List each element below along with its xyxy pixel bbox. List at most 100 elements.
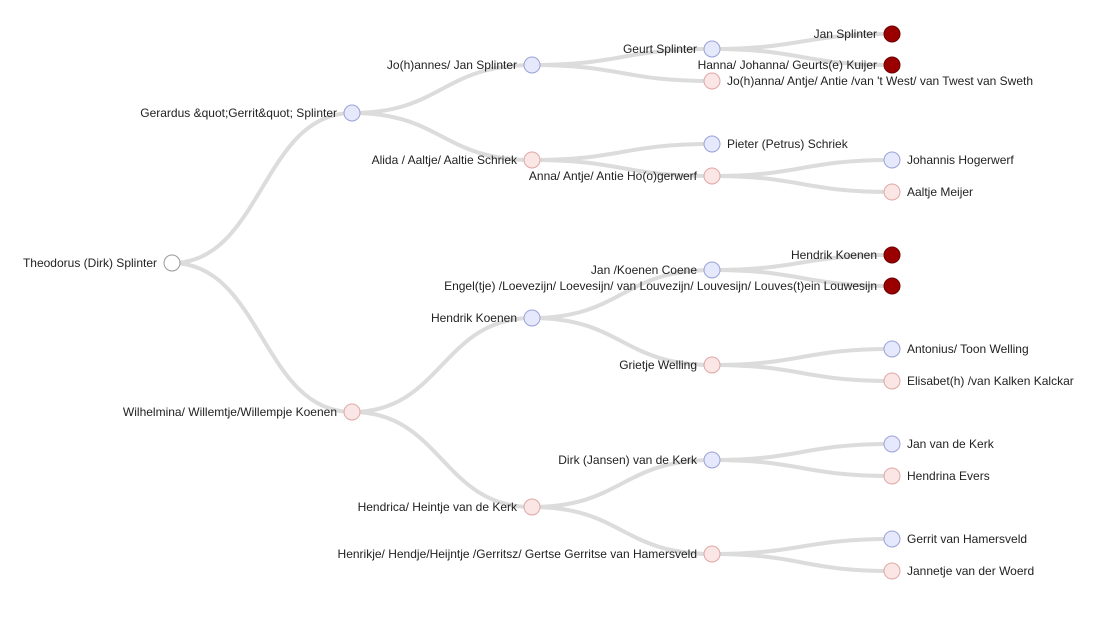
person-node-marker[interactable] xyxy=(703,135,721,153)
person-node[interactable]: Hendrina Evers xyxy=(883,467,990,485)
person-name-label: Johannis Hogerwerf xyxy=(907,153,1014,167)
person-node[interactable]: Hendrik Koenen xyxy=(431,309,541,327)
person-node-marker[interactable] xyxy=(163,254,181,272)
collapsed-node-marker[interactable] xyxy=(883,246,901,264)
person-node-marker[interactable] xyxy=(883,562,901,580)
person-node-marker[interactable] xyxy=(883,151,901,169)
person-node-marker[interactable] xyxy=(343,104,361,122)
person-name-label: Jo(h)anna/ Antje/ Antie /van 't West/ va… xyxy=(727,74,1033,88)
person-node[interactable]: Antonius/ Toon Welling xyxy=(883,340,1029,358)
person-node[interactable]: Hendrik Koenen xyxy=(791,246,901,264)
tree-link xyxy=(531,505,713,556)
person-name-label: Anna/ Antje/ Antie Ho(o)gerwerf xyxy=(529,169,698,183)
tree-link xyxy=(171,261,353,414)
person-node[interactable]: Grietje Welling xyxy=(619,356,721,374)
person-node[interactable]: Hanna/ Johanna/ Geurts(e) Kuijer xyxy=(698,56,901,74)
person-node-marker[interactable] xyxy=(883,530,901,548)
person-node[interactable]: Jo(h)anna/ Antje/ Antie /van 't West/ va… xyxy=(703,72,1033,90)
person-node[interactable]: Dirk (Jansen) van de Kerk xyxy=(558,451,721,469)
collapsed-node-marker[interactable] xyxy=(883,56,901,74)
person-node[interactable]: Hendrica/ Heintje van de Kerk xyxy=(358,498,541,516)
person-name-label: Hendrica/ Heintje van de Kerk xyxy=(358,500,518,514)
person-node[interactable]: Jan Splinter xyxy=(814,25,901,43)
person-node[interactable]: Pieter (Petrus) Schriek xyxy=(703,135,849,153)
tree-link xyxy=(711,158,893,178)
person-name-label: Theodorus (Dirk) Splinter xyxy=(23,256,157,270)
person-node-marker[interactable] xyxy=(703,40,721,58)
person-node[interactable]: Engel(tje) /Loevezijn/ Loevesijn/ van Lo… xyxy=(444,277,901,295)
tree-link xyxy=(531,142,713,162)
person-node[interactable]: Jo(h)annes/ Jan Splinter xyxy=(387,56,541,74)
person-name-label: Grietje Welling xyxy=(619,358,697,372)
person-name-label: Jannetje van der Woerd xyxy=(907,564,1034,578)
person-node-marker[interactable] xyxy=(703,451,721,469)
person-name-label: Henrikje/ Hendje/Heijntje /Gerritsz/ Ger… xyxy=(338,547,697,561)
person-node[interactable]: Johannis Hogerwerf xyxy=(883,151,1014,169)
tree-link xyxy=(711,458,893,478)
tree-link xyxy=(711,363,893,383)
person-name-label: Jan Splinter xyxy=(814,27,877,41)
person-name-label: Hendrik Koenen xyxy=(431,311,517,325)
person-name-label: Geurt Splinter xyxy=(623,42,697,56)
person-node[interactable]: Aaltje Meijer xyxy=(883,183,973,201)
tree-link xyxy=(351,111,533,162)
person-name-label: Aaltje Meijer xyxy=(907,185,973,199)
person-node-marker[interactable] xyxy=(883,340,901,358)
collapsed-node-marker[interactable] xyxy=(883,25,901,43)
person-name-label: Engel(tje) /Loevezijn/ Loevesijn/ van Lo… xyxy=(444,279,877,293)
person-node-marker[interactable] xyxy=(703,356,721,374)
person-node[interactable]: Elisabet(h) /van Kalken Kalckar xyxy=(883,372,1074,390)
person-name-label: Elisabet(h) /van Kalken Kalckar xyxy=(907,374,1074,388)
person-node-marker[interactable] xyxy=(703,72,721,90)
person-node[interactable]: Theodorus (Dirk) Splinter xyxy=(23,254,181,272)
tree-link xyxy=(531,316,713,367)
person-node[interactable]: Jan /Koenen Coene xyxy=(591,261,721,279)
person-node-marker[interactable] xyxy=(883,183,901,201)
person-node[interactable]: Gerrit van Hamersveld xyxy=(883,530,1027,548)
person-node-marker[interactable] xyxy=(883,467,901,485)
person-node-marker[interactable] xyxy=(523,309,541,327)
tree-link xyxy=(351,316,533,414)
person-node[interactable]: Jan van de Kerk xyxy=(883,435,995,453)
person-node-marker[interactable] xyxy=(523,56,541,74)
person-name-label: Wilhelmina/ Willemtje/Willempje Koenen xyxy=(123,405,337,419)
person-node[interactable]: Henrikje/ Hendje/Heijntje /Gerritsz/ Ger… xyxy=(338,545,721,563)
person-name-label: Jo(h)annes/ Jan Splinter xyxy=(387,58,517,72)
person-name-label: Hendrina Evers xyxy=(907,469,990,483)
tree-link xyxy=(171,111,353,265)
person-node[interactable]: Geurt Splinter xyxy=(623,40,721,58)
person-node-marker[interactable] xyxy=(703,545,721,563)
tree-link xyxy=(711,174,893,194)
collapsed-node-marker[interactable] xyxy=(883,277,901,295)
person-node-marker[interactable] xyxy=(883,435,901,453)
tree-link xyxy=(711,442,893,462)
tree-link xyxy=(711,552,893,573)
tree-link xyxy=(711,347,893,367)
person-node[interactable]: Wilhelmina/ Willemtje/Willempje Koenen xyxy=(123,403,361,421)
tree-link xyxy=(351,63,533,115)
person-name-label: Gerardus &quot;Gerrit&quot; Splinter xyxy=(140,106,337,120)
person-node[interactable]: Anna/ Antje/ Antie Ho(o)gerwerf xyxy=(529,167,721,185)
person-name-label: Gerrit van Hamersveld xyxy=(907,532,1027,546)
person-node[interactable]: Jannetje van der Woerd xyxy=(883,562,1034,580)
tree-links xyxy=(171,32,893,573)
person-node-marker[interactable] xyxy=(883,372,901,390)
tree-link xyxy=(351,410,533,509)
person-name-label: Hanna/ Johanna/ Geurts(e) Kuijer xyxy=(698,58,877,72)
person-name-label: Antonius/ Toon Welling xyxy=(907,342,1029,356)
tree-link xyxy=(711,268,893,288)
person-node-marker[interactable] xyxy=(703,167,721,185)
person-node-marker[interactable] xyxy=(703,261,721,279)
tree-link xyxy=(531,458,713,509)
tree-link xyxy=(711,537,893,556)
person-node-marker[interactable] xyxy=(523,151,541,169)
person-node-marker[interactable] xyxy=(343,403,361,421)
person-node[interactable]: Gerardus &quot;Gerrit&quot; Splinter xyxy=(140,104,361,122)
person-node-marker[interactable] xyxy=(523,498,541,516)
person-node[interactable]: Alida / Aaltje/ Aaltie Schriek xyxy=(372,151,541,169)
tree-link xyxy=(711,47,893,67)
person-name-label: Hendrik Koenen xyxy=(791,248,877,262)
tree-link xyxy=(531,158,713,178)
tree-link xyxy=(531,268,713,320)
